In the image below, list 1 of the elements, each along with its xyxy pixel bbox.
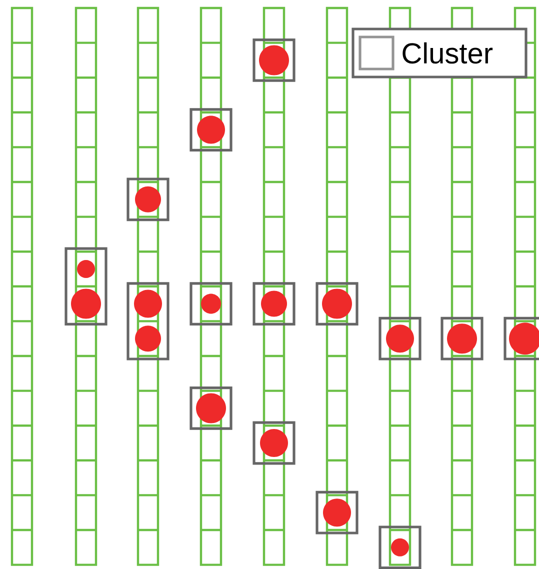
legend-label: Cluster <box>402 42 493 64</box>
